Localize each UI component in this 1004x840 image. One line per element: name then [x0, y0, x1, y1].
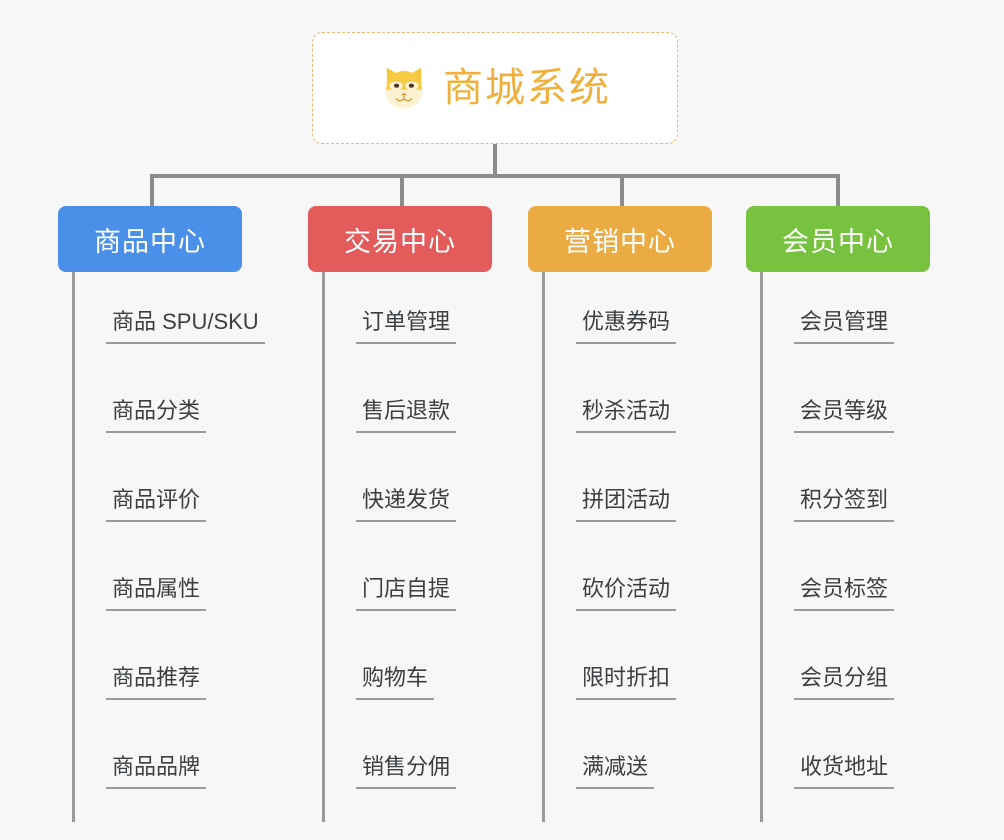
- leaf-item-label: 商品属性: [106, 574, 207, 611]
- leaf-item[interactable]: 商品评价: [72, 485, 207, 522]
- column-member: 会员管理会员等级积分签到会员标签会员分组收货地址: [760, 272, 950, 822]
- leaf-item[interactable]: 秒杀活动: [542, 396, 677, 433]
- dog-face-icon: [386, 67, 422, 109]
- leaf-item-label: 砍价活动: [576, 574, 677, 611]
- leaf-item[interactable]: 购物车: [322, 663, 435, 700]
- leaf-item-label: 商品评价: [106, 485, 207, 522]
- leaf-item[interactable]: 商品分类: [72, 396, 207, 433]
- leaf-item[interactable]: 拼团活动: [542, 485, 677, 522]
- column-spine: [542, 272, 545, 822]
- column-spine: [72, 272, 75, 822]
- leaf-item[interactable]: 门店自提: [322, 574, 457, 611]
- leaf-item-label: 商品品牌: [106, 752, 207, 789]
- leaf-item[interactable]: 商品品牌: [72, 752, 207, 789]
- leaf-item[interactable]: 商品推荐: [72, 663, 207, 700]
- leaf-item-label: 会员分组: [794, 663, 895, 700]
- leaf-item[interactable]: 会员管理: [760, 307, 895, 344]
- leaf-item-label: 商品 SPU/SKU: [106, 307, 265, 344]
- leaf-item[interactable]: 砍价活动: [542, 574, 677, 611]
- category-header-label: 营销中心: [564, 226, 676, 257]
- leaf-item[interactable]: 满减送: [542, 752, 655, 789]
- category-header-trade[interactable]: 交易中心: [308, 206, 492, 272]
- connector-bus: [150, 174, 840, 178]
- leaf-item[interactable]: 积分签到: [760, 485, 895, 522]
- leaf-item[interactable]: 会员等级: [760, 396, 895, 433]
- leaf-item-label: 订单管理: [356, 307, 457, 344]
- root-title: 商城系统: [443, 66, 611, 110]
- leaf-item-label: 销售分佣: [356, 752, 457, 789]
- leaf-item[interactable]: 快递发货: [322, 485, 457, 522]
- category-header-label: 会员中心: [782, 226, 894, 257]
- leaf-item-label: 会员标签: [794, 574, 895, 611]
- leaf-item[interactable]: 售后退款: [322, 396, 457, 433]
- connector-drop-3: [620, 174, 624, 206]
- leaf-item[interactable]: 销售分佣: [322, 752, 457, 789]
- leaf-item[interactable]: 订单管理: [322, 307, 457, 344]
- leaf-item-label: 商品推荐: [106, 663, 207, 700]
- connector-drop-2: [400, 174, 404, 206]
- category-header-label: 商品中心: [94, 226, 206, 257]
- leaf-item-label: 收货地址: [794, 752, 895, 789]
- leaf-item[interactable]: 优惠券码: [542, 307, 677, 344]
- leaf-item[interactable]: 商品属性: [72, 574, 207, 611]
- column-trade: 订单管理售后退款快递发货门店自提购物车销售分佣: [322, 272, 512, 822]
- leaf-item-label: 门店自提: [356, 574, 457, 611]
- leaf-item[interactable]: 会员分组: [760, 663, 895, 700]
- leaf-item-label: 积分签到: [794, 485, 895, 522]
- leaf-item[interactable]: 限时折扣: [542, 663, 677, 700]
- category-header-member[interactable]: 会员中心: [746, 206, 930, 272]
- column-marketing: 优惠券码秒杀活动拼团活动砍价活动限时折扣满减送: [542, 272, 732, 822]
- column-product: 商品 SPU/SKU 商品分类商品评价商品属性商品推荐商品品牌: [72, 272, 282, 822]
- leaf-item-label: 秒杀活动: [576, 396, 677, 433]
- leaf-item-label: 优惠券码: [576, 307, 677, 344]
- connector-root-stem: [493, 144, 497, 176]
- leaf-item-label: 快递发货: [356, 485, 457, 522]
- column-spine: [322, 272, 325, 822]
- category-header-label: 交易中心: [344, 226, 456, 257]
- leaf-item-label: 拼团活动: [576, 485, 677, 522]
- connector-drop-4: [836, 174, 840, 206]
- leaf-item-label: 售后退款: [356, 396, 457, 433]
- column-spine: [760, 272, 763, 822]
- category-header-product[interactable]: 商品中心: [58, 206, 242, 272]
- root-node[interactable]: 商城系统: [312, 32, 678, 144]
- leaf-item-label: 商品分类: [106, 396, 207, 433]
- leaf-item-label: 会员等级: [794, 396, 895, 433]
- leaf-item-label: 满减送: [576, 752, 655, 789]
- leaf-item-label: 会员管理: [794, 307, 895, 344]
- leaf-item-label: 限时折扣: [576, 663, 677, 700]
- leaf-item-label: 购物车: [356, 663, 435, 700]
- connector-drop-1: [150, 174, 154, 206]
- leaf-item[interactable]: 会员标签: [760, 574, 895, 611]
- category-header-marketing[interactable]: 营销中心: [528, 206, 712, 272]
- leaf-item[interactable]: 商品 SPU/SKU: [72, 308, 265, 344]
- leaf-item[interactable]: 收货地址: [760, 752, 895, 789]
